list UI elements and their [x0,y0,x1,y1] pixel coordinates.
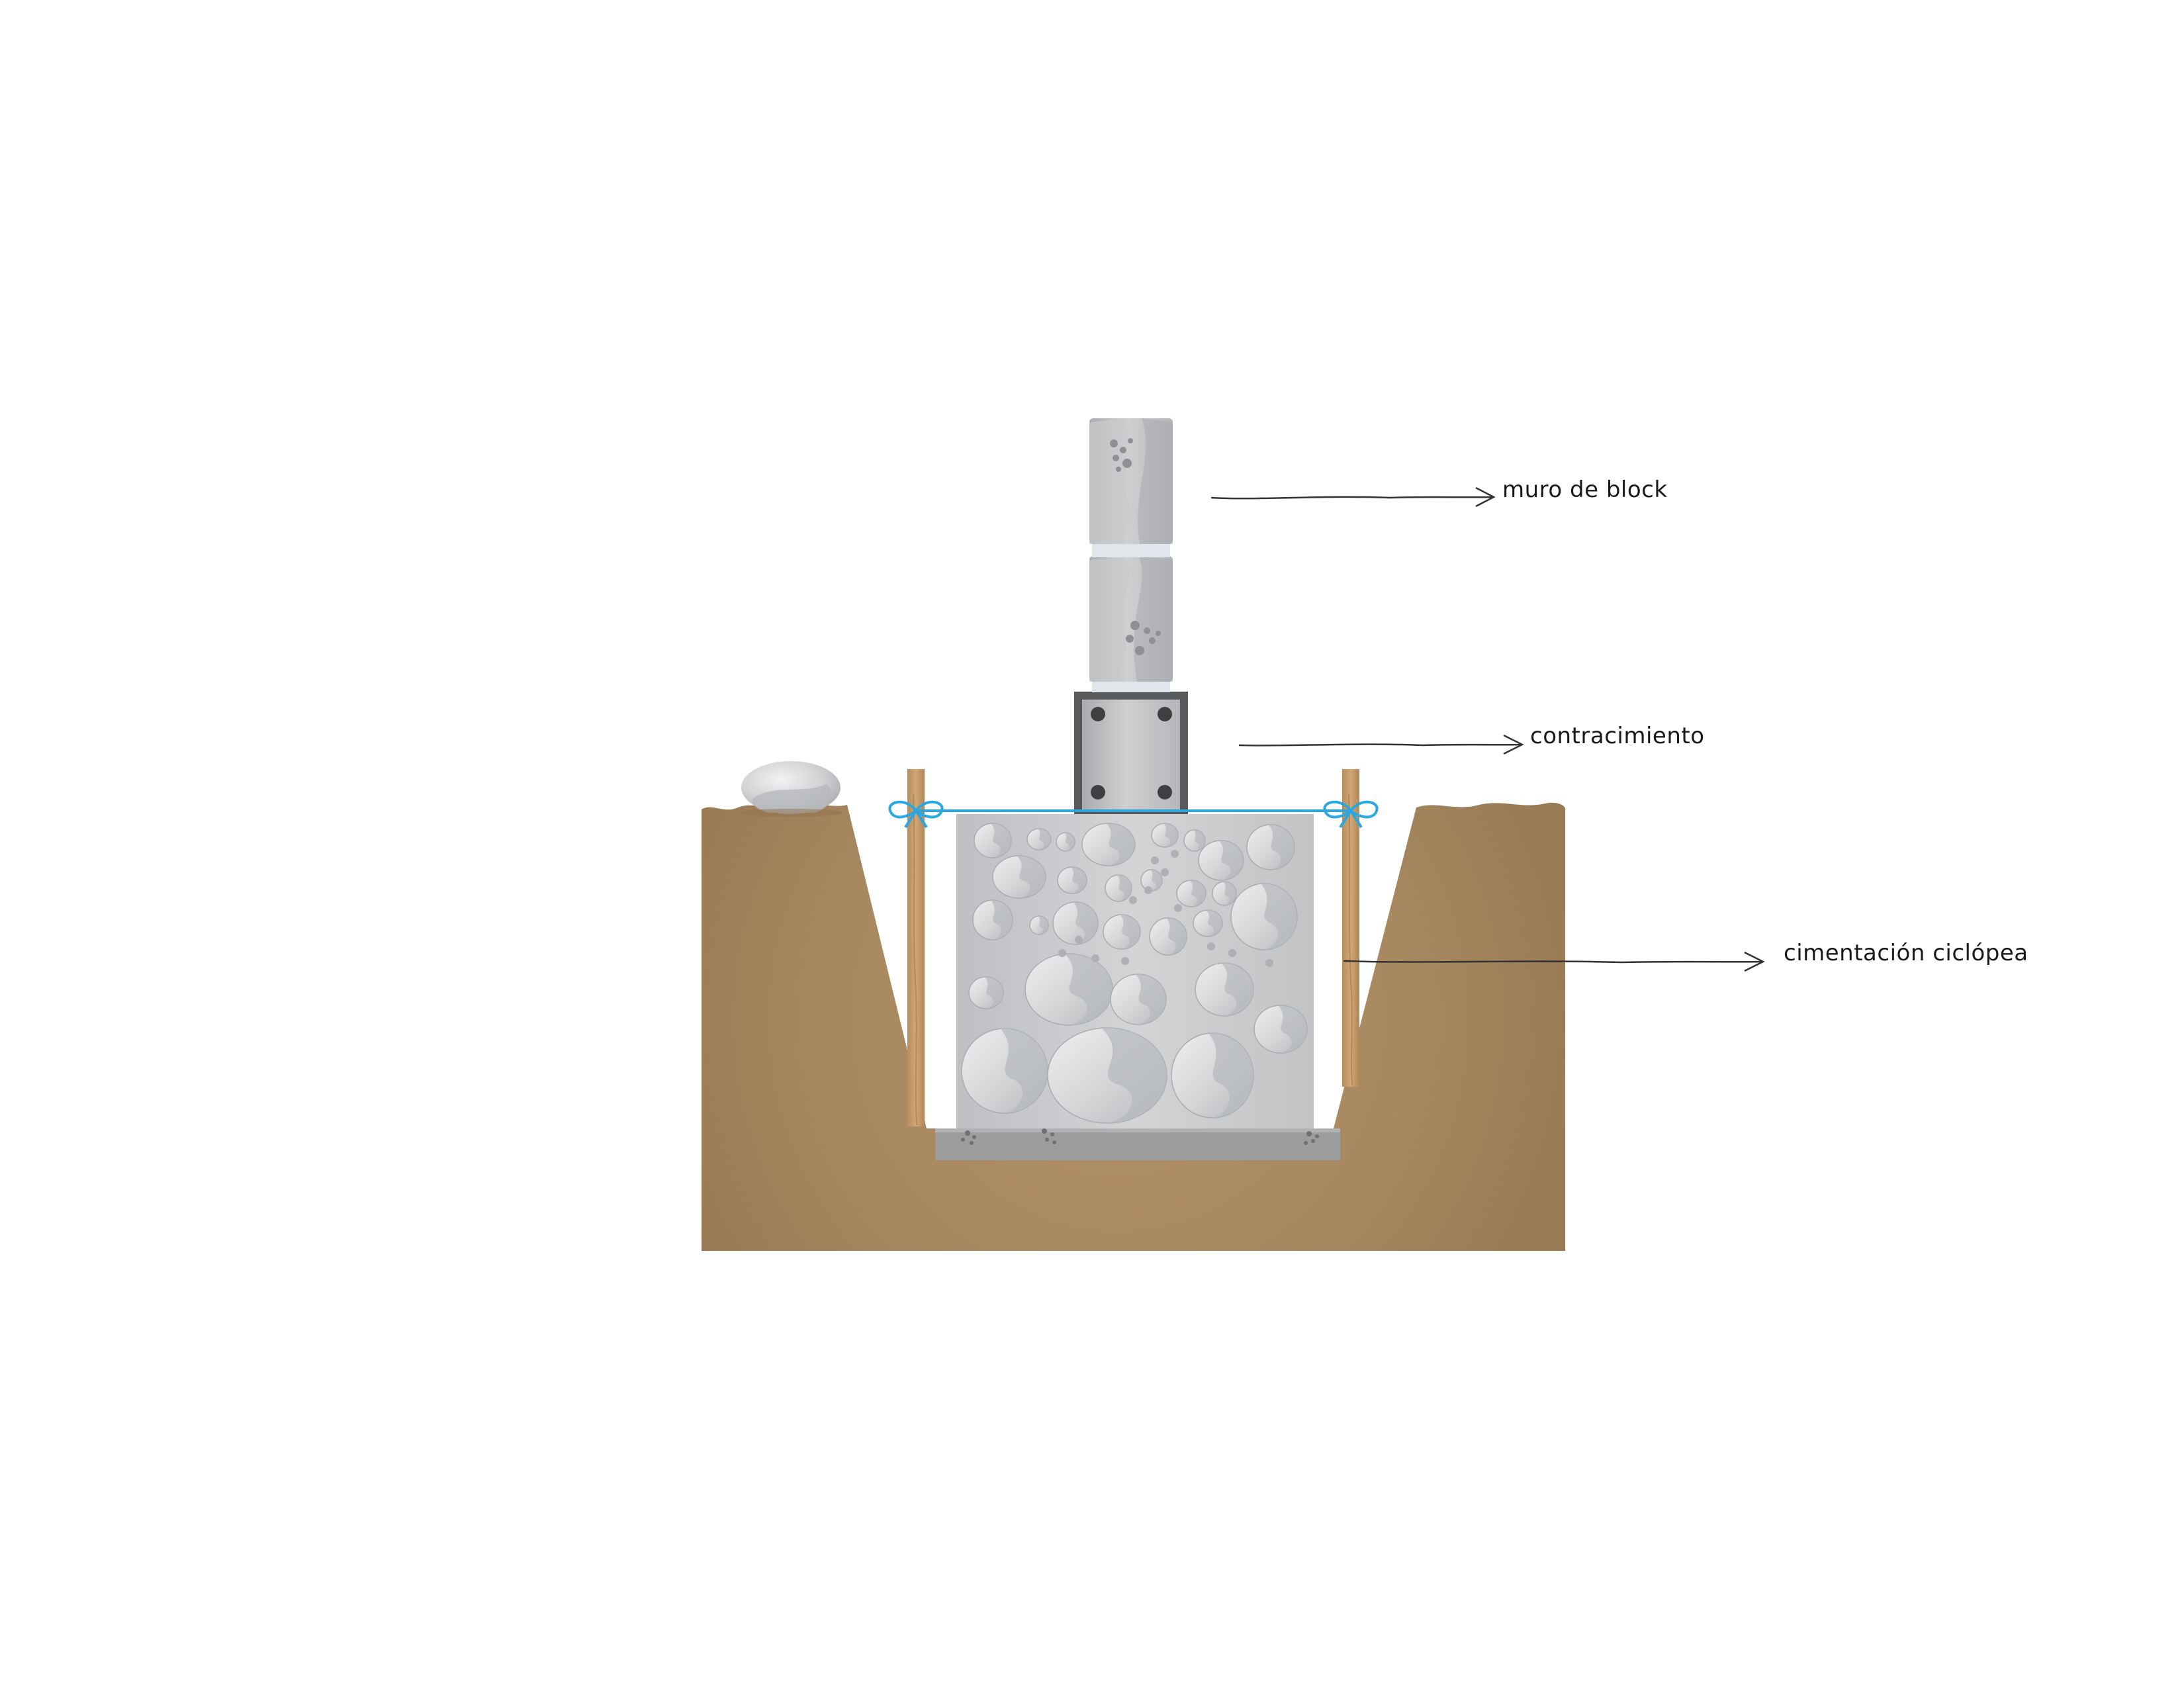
stone [1026,828,1052,850]
rebar-dot [1158,707,1172,721]
stone [1176,880,1206,907]
wooden-stake-left [907,769,925,1126]
lean-concrete-base [935,1128,1340,1160]
boulder [739,761,842,817]
stone [1171,1032,1254,1119]
stone [1195,962,1254,1017]
pebble [1161,868,1169,876]
cyclopean-foundation [956,814,1314,1128]
stone [972,899,1013,940]
pebble [1174,904,1182,912]
pebble [1058,949,1066,957]
pebble [1121,957,1129,965]
string-knot-right [1323,800,1379,829]
pebble [1075,936,1083,944]
stone [1140,869,1163,891]
stone [968,976,1004,1009]
pebble [1228,949,1236,957]
pebble [1207,942,1215,950]
stone [1057,866,1087,894]
stone [1024,953,1113,1026]
stone [1253,1005,1308,1054]
stone [1056,832,1075,852]
arrow-wall [1210,486,1496,508]
arrow-tie-beam [1238,734,1524,755]
rebar-dot [1091,785,1105,800]
stone [1052,901,1099,945]
stone [1081,823,1136,866]
pebble [1171,850,1179,858]
label-cyclopean-foundation: cimentación ciclópea [1784,940,2028,966]
label-block-wall: muro de block [1502,477,1668,503]
stone [1246,824,1295,870]
stone [1183,829,1206,852]
level-string [888,800,1379,829]
stone [1110,974,1167,1025]
pebble [1265,959,1273,967]
stone [1103,914,1141,950]
pebble [1151,856,1159,864]
stone [1029,915,1049,935]
label-tie-beam: contracimiento [1530,723,1705,749]
string-knot-left [888,800,944,829]
stone [1212,881,1237,906]
stone [961,1028,1048,1114]
tie-beam [1074,692,1188,814]
rebar-dot [1091,707,1105,721]
pebble [1144,886,1152,894]
stone [1198,840,1244,881]
stone [974,823,1012,858]
stone [1149,917,1187,956]
stone [1230,883,1298,950]
stone [992,855,1046,899]
stone [1151,823,1179,848]
pebble [1129,896,1137,904]
stone [1047,1027,1167,1124]
stone [1193,909,1223,937]
arrow-foundation [1343,951,1765,972]
block-wall [1089,418,1173,692]
soil-trench [702,802,1565,1251]
pebble [1091,954,1099,962]
stone [1105,874,1132,902]
rebar-dot [1158,785,1172,800]
wooden-stake-right [1342,769,1359,1087]
